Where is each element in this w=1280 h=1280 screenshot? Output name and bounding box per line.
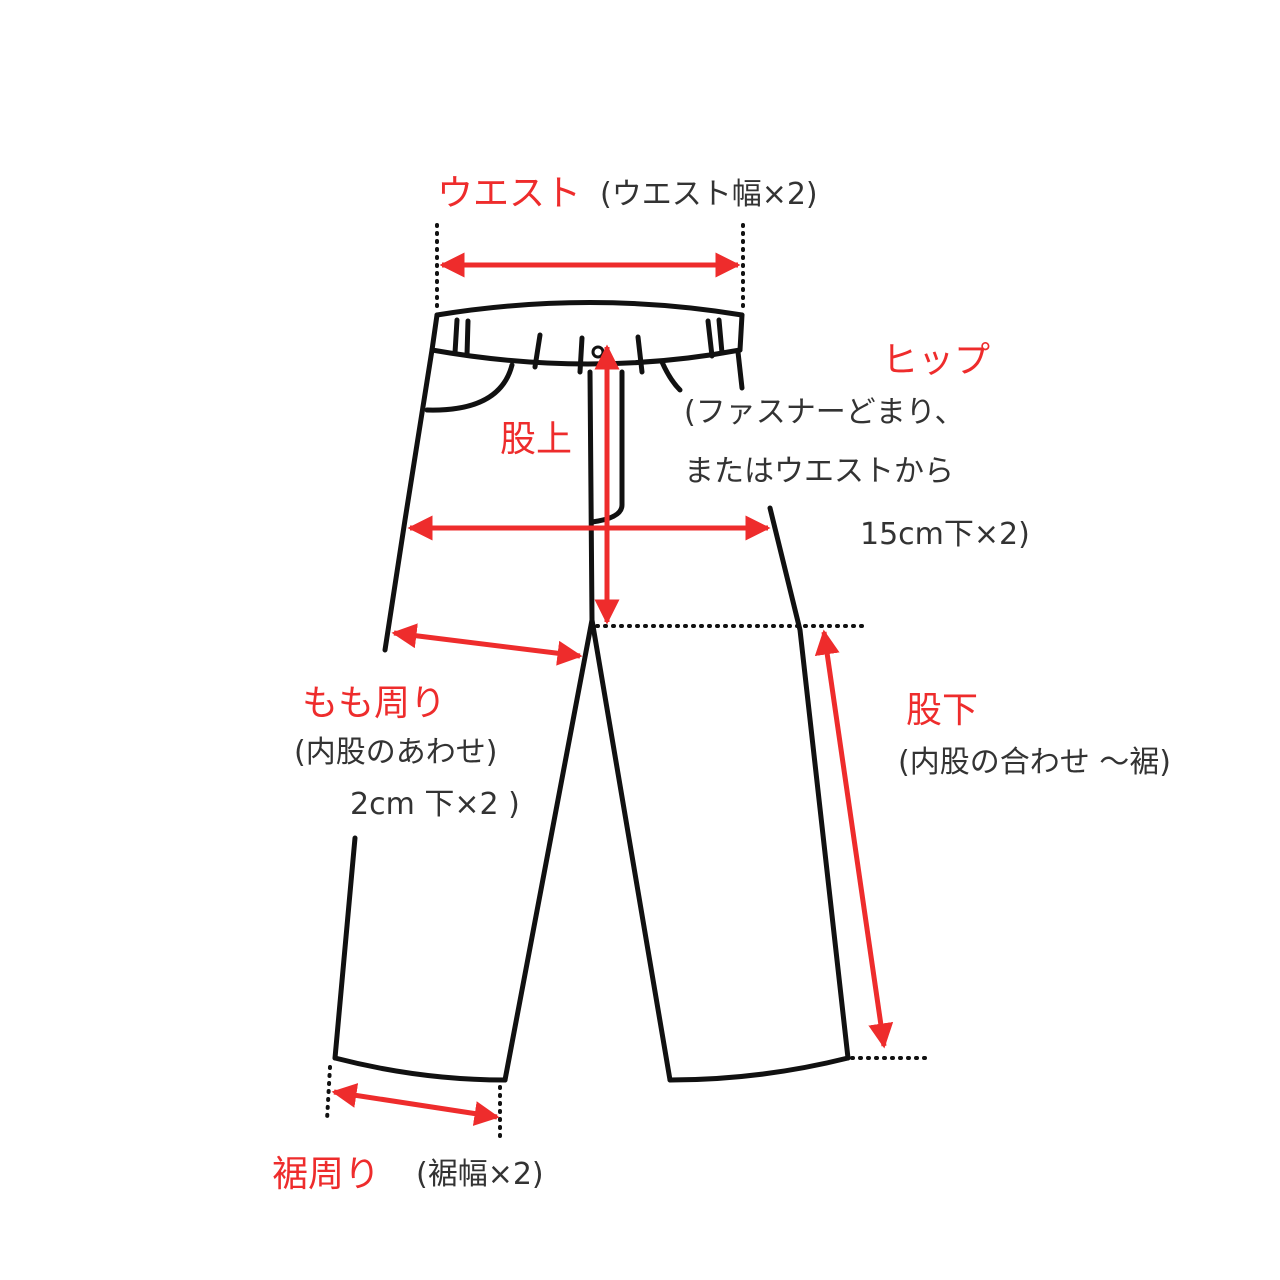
hip-note-line-1: (ファスナーどまり、 bbox=[684, 395, 965, 430]
waistband-seam bbox=[635, 334, 645, 375]
hem-arrow bbox=[331, 1083, 500, 1126]
button bbox=[591, 345, 605, 359]
inseam-note: (内股の合わせ ～裾) bbox=[898, 745, 1171, 780]
waistband-top bbox=[434, 300, 745, 318]
belt-loop bbox=[716, 317, 725, 356]
waist-label: ウエスト bbox=[437, 173, 582, 214]
waistband-seam bbox=[532, 332, 543, 370]
right-hip-side bbox=[735, 349, 745, 391]
belt-loop bbox=[452, 317, 460, 356]
guide-lines bbox=[325, 223, 930, 1142]
waistband-right-edge bbox=[737, 312, 745, 353]
hip-label: ヒップ bbox=[882, 340, 991, 381]
rise-label: 股上 bbox=[500, 419, 573, 460]
hip-note-line-3: 15cm下×2) bbox=[860, 517, 1030, 552]
left-leg-outer-lower bbox=[332, 835, 358, 1061]
right-hem bbox=[667, 1055, 851, 1083]
thigh-arrow bbox=[391, 623, 583, 666]
hip-note-line-2: またはウエストから bbox=[684, 454, 954, 489]
waistband-seam bbox=[577, 335, 585, 375]
belt-loop bbox=[705, 318, 715, 359]
left-pocket bbox=[424, 362, 515, 413]
measurement-arrows bbox=[331, 252, 894, 1126]
waistband-bottom bbox=[429, 347, 743, 367]
thigh-note-line-1: (内股のあわせ) bbox=[294, 735, 498, 770]
left-leg-inner bbox=[502, 617, 595, 1083]
waistband-left-edge bbox=[429, 312, 440, 353]
right-pocket bbox=[659, 359, 683, 393]
belt-loop bbox=[464, 318, 471, 358]
fly-left bbox=[587, 369, 595, 623]
left-leg-outer bbox=[382, 347, 435, 653]
inseam-arrow bbox=[814, 629, 894, 1049]
hem-note: (裾幅×2) bbox=[416, 1157, 544, 1192]
right-leg-inner bbox=[589, 617, 673, 1083]
thigh-label: もも周り bbox=[302, 683, 447, 724]
hem-guide-left bbox=[325, 1065, 332, 1122]
thigh-note-line-2: 2cm 下×2 ) bbox=[350, 787, 520, 822]
hem-label: 裾周り bbox=[272, 1154, 381, 1195]
inseam-label: 股下 bbox=[906, 690, 979, 731]
right-leg-outer bbox=[767, 505, 851, 1061]
waist-note: (ウエスト幅×2) bbox=[600, 177, 818, 212]
left-hem bbox=[332, 1055, 508, 1083]
